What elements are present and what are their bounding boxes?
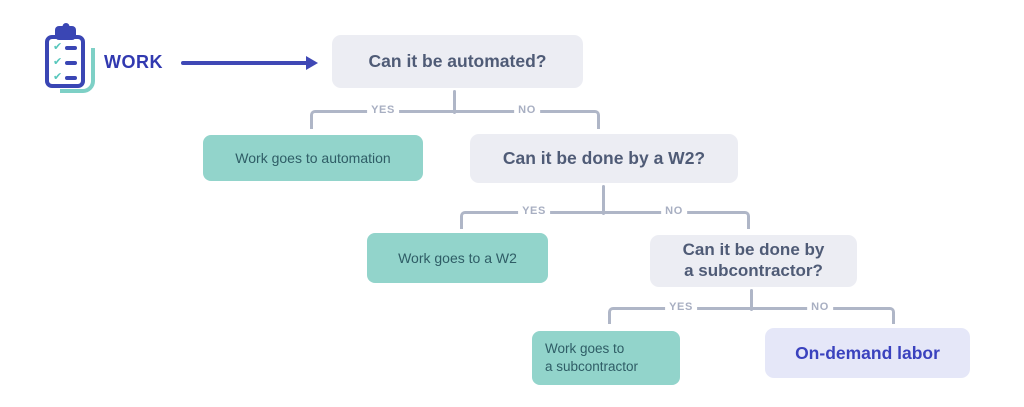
list-line [65, 60, 77, 65]
flow-arrowhead-icon [306, 56, 318, 70]
clipboard-shadow-accent [60, 48, 95, 93]
outcome-work-goes-to-automation: Work goes to automation [203, 135, 423, 181]
work-source-label: WORK [104, 52, 163, 72]
branch-label-no: NO [514, 103, 540, 118]
clipboard-board: ✔ ✔ ✔ [45, 35, 85, 88]
work-clipboard-icon: ✔ ✔ ✔ [40, 22, 104, 98]
checklist-row: ✔ [53, 72, 77, 83]
branch-label-yes: YES [518, 204, 550, 219]
branch-label-yes: YES [367, 103, 399, 118]
outcome-work-goes-to-w2: Work goes to a W2 [367, 233, 548, 283]
branch-label-yes: YES [665, 300, 697, 315]
decision-can-it-be-done-by-subcontractor: Can it be done by a subcontractor? [650, 235, 857, 287]
connector-stub [602, 185, 605, 215]
list-line [65, 45, 77, 50]
checkmark-icon: ✔ [53, 56, 63, 68]
connector-stub [453, 90, 456, 114]
outcome-work-goes-to-subcontractor: Work goes to a subcontractor [532, 331, 680, 385]
branch-label-no: NO [807, 300, 833, 315]
connector-stub [750, 289, 753, 311]
outcome-on-demand-labor: On-demand labor [765, 328, 970, 378]
decision-can-it-be-done-by-w2: Can it be done by a W2? [470, 134, 738, 183]
branch-label-no: NO [661, 204, 687, 219]
checklist-row: ✔ [53, 57, 77, 68]
list-line [65, 75, 77, 80]
checklist-row: ✔ [53, 42, 77, 53]
clipboard-clip [55, 26, 76, 40]
checkmark-icon: ✔ [53, 71, 63, 83]
decision-can-it-be-automated: Can it be automated? [332, 35, 583, 88]
flow-arrow-icon [181, 61, 308, 65]
checkmark-icon: ✔ [53, 41, 63, 53]
